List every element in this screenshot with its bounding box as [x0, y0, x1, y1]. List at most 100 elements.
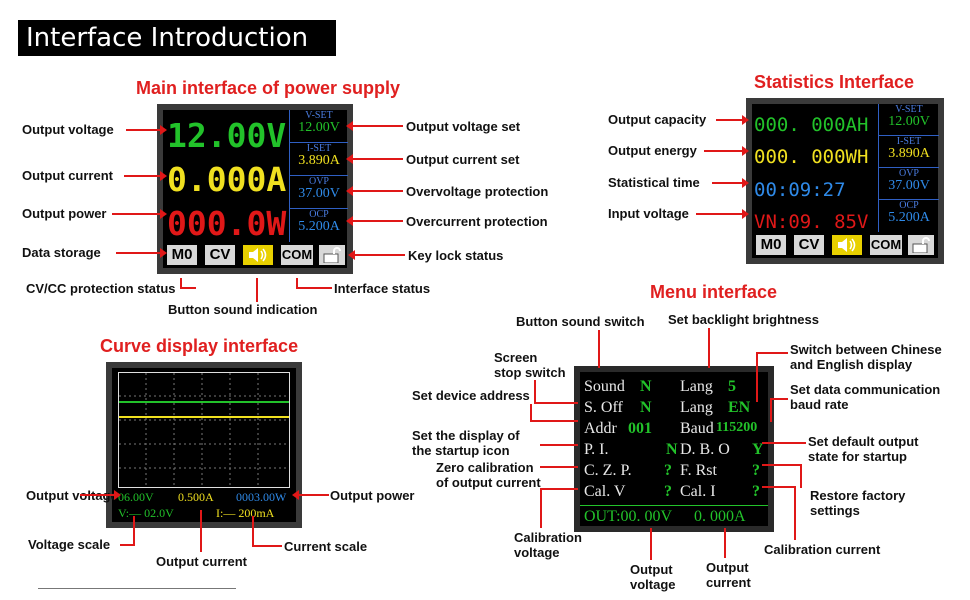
section-title-menu: Menu interface: [650, 282, 778, 302]
curve-voltage: 06.00V: [118, 490, 154, 504]
label-ovp: Overvoltage protection: [406, 184, 549, 199]
stats-screen: 000. 000AH 000. 000WH 00:09:27 VN:09. 85…: [746, 98, 944, 264]
stats-ocp-value: 5.200A: [888, 210, 930, 225]
stats-iset-key: I-SET: [896, 136, 922, 147]
label-key-lock: Key lock status: [408, 248, 504, 263]
stats-ocp-key: OCP: [899, 200, 919, 211]
stats-lock-icon[interactable]: [908, 235, 934, 255]
curve-power: 0003.00W: [236, 490, 287, 504]
interface-status-button[interactable]: COM: [281, 245, 313, 265]
stats-capacity: 000. 000AH: [754, 114, 869, 136]
menu-baud-label[interactable]: Baud: [680, 420, 714, 437]
menu-pi-value: N: [666, 441, 678, 458]
stats-speaker-icon[interactable]: [832, 235, 862, 255]
menu-out-current: 0. 000A: [694, 508, 746, 525]
label-screen-stop: Screen stop switch: [494, 350, 566, 380]
menu-pi-label[interactable]: P. I.: [584, 441, 609, 458]
bottom-divider: [38, 588, 236, 589]
label-voltage-scale: Voltage scale: [28, 537, 111, 552]
speaker-icon[interactable]: [243, 245, 273, 265]
menu-bl-value: 5: [728, 378, 736, 395]
main-vset: V-SET 12.00V: [290, 110, 348, 143]
label-cal-current: Calibration current: [764, 542, 881, 557]
main-screen: 12.00V 0.000A 000.0W V-SET 12.00V I-SET …: [157, 104, 353, 274]
label-menu-output-voltage: Output voltage: [630, 562, 676, 592]
stats-ovp-value: 37.00V: [888, 178, 930, 193]
menu-frst-label[interactable]: F. Rst: [680, 462, 717, 479]
menu-addr-value: 001: [628, 420, 652, 437]
stats-vset: V-SET 12.00V: [879, 104, 939, 136]
main-voltage: 12.00V: [167, 116, 287, 155]
label-output-voltage: Output voltage: [22, 122, 114, 137]
stats-storage-button[interactable]: M0: [756, 235, 786, 255]
label-data-storage: Data storage: [22, 245, 101, 260]
menu-soff-value: N: [640, 399, 652, 416]
stats-status-bar: M0 CV COM: [752, 232, 938, 258]
label-output-current: Output current: [22, 168, 113, 183]
menu-sound-value: N: [640, 378, 652, 395]
section-title-stats: Statistics Interface: [754, 72, 915, 92]
label-curve-output-power: Output power: [330, 488, 415, 503]
menu-lang-label[interactable]: Lang: [680, 399, 713, 416]
main-status-bar: M0 CV COM: [163, 242, 347, 268]
menu-czp-label[interactable]: C. Z. P.: [584, 462, 632, 479]
label-zero-cal: Zero calibration of output current: [436, 460, 541, 490]
label-curve-output-current: Output current: [156, 554, 247, 569]
stats-input-voltage: VN:09. 85V: [754, 211, 869, 233]
label-output-power: Output power: [22, 206, 107, 221]
label-output-capacity: Output capacity: [608, 112, 707, 127]
menu-calv-label[interactable]: Cal. V: [584, 483, 626, 500]
label-iset: Output current set: [406, 152, 520, 167]
label-restore: Restore factory settings: [810, 488, 906, 518]
label-baud: Set data communication baud rate: [790, 382, 941, 412]
stats-cv-button[interactable]: CV: [794, 235, 824, 255]
menu-czp-value: ?: [664, 462, 672, 479]
stats-energy: 000. 000WH: [754, 146, 869, 168]
data-storage-button[interactable]: M0: [167, 245, 197, 265]
menu-soff-label[interactable]: S. Off: [584, 399, 623, 416]
main-iset-key: I-SET: [306, 143, 332, 154]
menu-dbo-label[interactable]: D. B. O: [680, 441, 730, 458]
label-startup-icon: Set the display of the startup icon: [412, 428, 520, 458]
main-set-column: V-SET 12.00V I-SET 3.890A OVP 37.00V OCP…: [289, 110, 348, 242]
menu-frst-value: ?: [752, 462, 760, 479]
menu-dbo-value: Y: [752, 441, 764, 458]
label-lang: Switch between Chinese and English displ…: [790, 342, 942, 372]
main-current: 0.000A: [167, 160, 287, 199]
label-statistical-time: Statistical time: [608, 175, 700, 190]
main-ovp-value: 37.00V: [298, 186, 340, 201]
label-cal-voltage: Calibration voltage: [514, 530, 582, 560]
curve-plot: [118, 372, 290, 488]
menu-sound-label[interactable]: Sound: [584, 378, 625, 395]
menu-cali-value: ?: [752, 483, 760, 500]
menu-lang-value: EN: [728, 399, 751, 416]
label-vset: Output voltage set: [406, 119, 521, 134]
stats-iset-value: 3.890A: [888, 146, 930, 161]
main-ocp-key: OCP: [309, 209, 329, 220]
cv-cc-button[interactable]: CV: [205, 245, 235, 265]
menu-out-voltage: OUT:00. 00V: [584, 508, 673, 525]
menu-bl-label[interactable]: Lang: [680, 378, 713, 395]
main-vset-value: 12.00V: [298, 120, 340, 135]
main-ocp-value: 5.200A: [298, 219, 340, 234]
main-power: 000.0W: [167, 204, 287, 243]
stats-vset-value: 12.00V: [888, 114, 930, 129]
main-ovp: OVP 37.00V: [290, 176, 348, 209]
curve-current: 0.500A: [178, 490, 214, 504]
lock-icon[interactable]: [319, 245, 345, 265]
label-button-sound: Button sound indication: [168, 302, 318, 317]
stats-set-column: V-SET 12.00V I-SET 3.890A OVP 37.00V OCP…: [878, 104, 939, 232]
curve-screen: 06.00V 0.500A 0003.00W V:— 02.0V I:— 200…: [106, 362, 302, 528]
stats-time: 00:09:27: [754, 179, 846, 201]
section-title-main: Main interface of power supply: [136, 78, 401, 98]
curve-voltage-scale: V:— 02.0V: [118, 506, 174, 520]
menu-baud-value: 115200: [716, 420, 758, 435]
stats-vset-key: V-SET: [895, 104, 923, 115]
stats-ocp: OCP 5.200A: [879, 200, 939, 231]
menu-addr-label[interactable]: Addr: [584, 420, 617, 437]
label-interface-status: Interface status: [334, 281, 431, 296]
stats-com-button[interactable]: COM: [870, 235, 902, 255]
menu-calv-value: ?: [664, 483, 672, 500]
main-vset-key: V-SET: [305, 110, 333, 121]
menu-cali-label[interactable]: Cal. I: [680, 483, 716, 500]
